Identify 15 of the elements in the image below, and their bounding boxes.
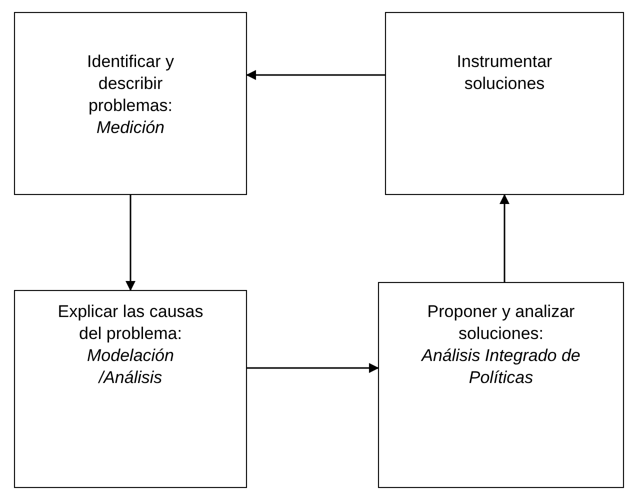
box-subtitle: Análisis Integrado de Políticas — [420, 345, 582, 389]
arrow — [500, 194, 510, 282]
box-heading: Proponer y analizar soluciones: — [426, 301, 576, 345]
process-box — [385, 12, 624, 195]
arrow — [126, 195, 136, 291]
arrow — [247, 363, 379, 373]
arrow — [246, 70, 385, 80]
process-box — [14, 290, 247, 488]
process-box — [378, 282, 624, 488]
box-subtitle: Medición — [95, 117, 166, 139]
box-subtitle: Modelación /Análisis — [86, 345, 175, 389]
box-heading: Instrumentar soluciones — [456, 51, 554, 95]
box-heading: Identificar y describir problemas: — [86, 51, 175, 117]
process-box — [14, 12, 247, 195]
box-heading: Explicar las causas del problema: — [56, 301, 204, 345]
